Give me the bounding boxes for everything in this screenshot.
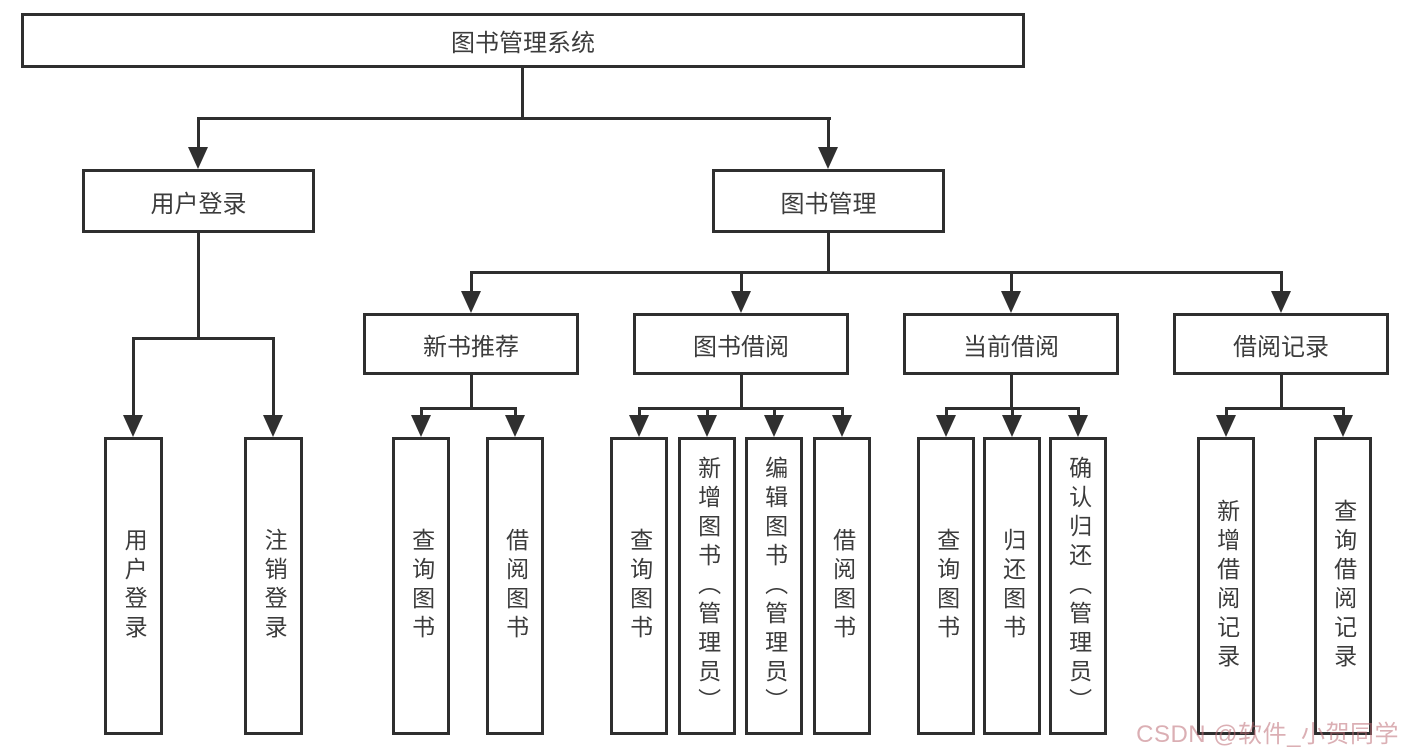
leaf-borrowing-add-book-admin: 新增图书（管理员） [678,437,736,735]
arrow-down-icon [123,415,143,437]
connector-current-stem [1010,375,1013,410]
connector-root-stem [521,68,524,120]
arrow-down-icon [1068,415,1088,437]
connector-records-drop-2 [1342,407,1345,419]
node-root: 图书管理系统 [21,13,1025,68]
leaf-borrowing-edit-book-admin-label: 编辑图书（管理员） [761,455,788,717]
connector-bookmgmt-bar [470,271,1283,274]
leaf-current-query-book: 查询图书 [917,437,975,735]
arrow-down-icon [188,147,208,169]
leaf-recommend-query-book: 查询图书 [392,437,450,735]
leaf-records-add-record-label: 新增借阅记录 [1213,499,1240,673]
connector-bookmgmt-drop-1 [470,271,473,295]
leaf-records-query-record: 查询借阅记录 [1314,437,1372,735]
connector-bookmgmt-drop-4 [1280,271,1283,295]
connector-borrowing-drop-4 [841,407,844,419]
leaf-current-query-book-label: 查询图书 [933,528,960,644]
arrow-down-icon [697,415,717,437]
connector-root-bar [197,117,831,120]
node-book-borrowing-label: 图书借阅 [693,333,789,361]
leaf-recommend-borrow-book: 借阅图书 [486,437,544,735]
leaf-borrowing-borrow-book-label: 借阅图书 [829,528,856,644]
node-current-borrowing: 当前借阅 [903,313,1119,375]
connector-records-drop-1 [1225,407,1228,419]
leaf-user-login-label: 用户登录 [121,528,148,644]
leaf-logout-login-label: 注销登录 [261,528,288,644]
leaf-borrowing-query-book-label: 查询图书 [626,528,653,644]
leaf-borrowing-edit-book-admin: 编辑图书（管理员） [745,437,803,735]
connector-recommend-stem [470,375,473,410]
arrow-down-icon [1271,291,1291,313]
connector-userlogin-stem [197,233,200,340]
arrow-down-icon [1002,415,1022,437]
connector-borrowing-drop-3 [773,407,776,419]
leaf-borrowing-borrow-book: 借阅图书 [813,437,871,735]
arrow-down-icon [263,415,283,437]
arrow-down-icon [505,415,525,437]
connector-borrowing-stem [740,375,743,410]
connector-borrowing-drop-2 [706,407,709,419]
leaf-current-confirm-return-admin-label: 确认归还（管理员） [1065,455,1092,717]
node-new-book-recommend-label: 新书推荐 [423,333,519,361]
connector-userlogin-right-drop [272,337,275,417]
arrow-down-icon [1001,291,1021,313]
leaf-recommend-query-book-label: 查询图书 [408,528,435,644]
arrow-down-icon [1216,415,1236,437]
connector-current-drop-3 [1077,407,1080,419]
node-book-borrowing: 图书借阅 [633,313,849,375]
connector-bookmgmt-stem [827,233,830,274]
connector-borrowing-bar [638,407,844,410]
leaf-borrowing-add-book-admin-label: 新增图书（管理员） [694,455,721,717]
leaf-current-return-book: 归还图书 [983,437,1041,735]
node-root-label: 图书管理系统 [451,30,595,57]
node-user-login-label: 用户登录 [150,190,247,218]
connector-root-right-drop [827,117,830,152]
connector-userlogin-left-drop [132,337,135,417]
node-borrowing-records: 借阅记录 [1173,313,1389,375]
node-new-book-recommend: 新书推荐 [363,313,579,375]
arrow-down-icon [411,415,431,437]
connector-current-drop-1 [945,407,948,419]
connector-records-stem [1280,375,1283,410]
node-book-management: 图书管理 [712,169,945,233]
connector-bookmgmt-drop-2 [740,271,743,295]
arrow-down-icon [1333,415,1353,437]
leaf-records-query-record-label: 查询借阅记录 [1330,499,1357,673]
arrow-down-icon [818,147,838,169]
leaf-current-confirm-return-admin: 确认归还（管理员） [1049,437,1107,735]
leaf-logout-login: 注销登录 [244,437,303,735]
arrow-down-icon [629,415,649,437]
leaf-records-add-record: 新增借阅记录 [1197,437,1255,735]
arrow-down-icon [832,415,852,437]
csdn-watermark: CSDN @软件_小贺同学 [1136,721,1399,747]
connector-records-bar [1225,407,1345,410]
arrow-down-icon [764,415,784,437]
arrow-down-icon [461,291,481,313]
connector-borrowing-drop-1 [638,407,641,419]
connector-userlogin-bar [132,337,275,340]
arrow-down-icon [936,415,956,437]
connector-bookmgmt-drop-3 [1010,271,1013,295]
leaf-borrowing-query-book: 查询图书 [610,437,668,735]
connector-recommend-drop-1 [420,407,423,419]
connector-root-left-drop [197,117,200,152]
leaf-recommend-borrow-book-label: 借阅图书 [502,528,529,644]
leaf-user-login: 用户登录 [104,437,163,735]
arrow-down-icon [731,291,751,313]
node-borrowing-records-label: 借阅记录 [1233,333,1329,361]
node-user-login: 用户登录 [82,169,315,233]
connector-recommend-drop-2 [514,407,517,419]
node-book-management-label: 图书管理 [780,190,877,218]
node-current-borrowing-label: 当前借阅 [963,333,1059,361]
leaf-current-return-book-label: 归还图书 [999,528,1026,644]
connector-current-drop-2 [1011,407,1014,419]
connector-recommend-bar [420,407,517,410]
